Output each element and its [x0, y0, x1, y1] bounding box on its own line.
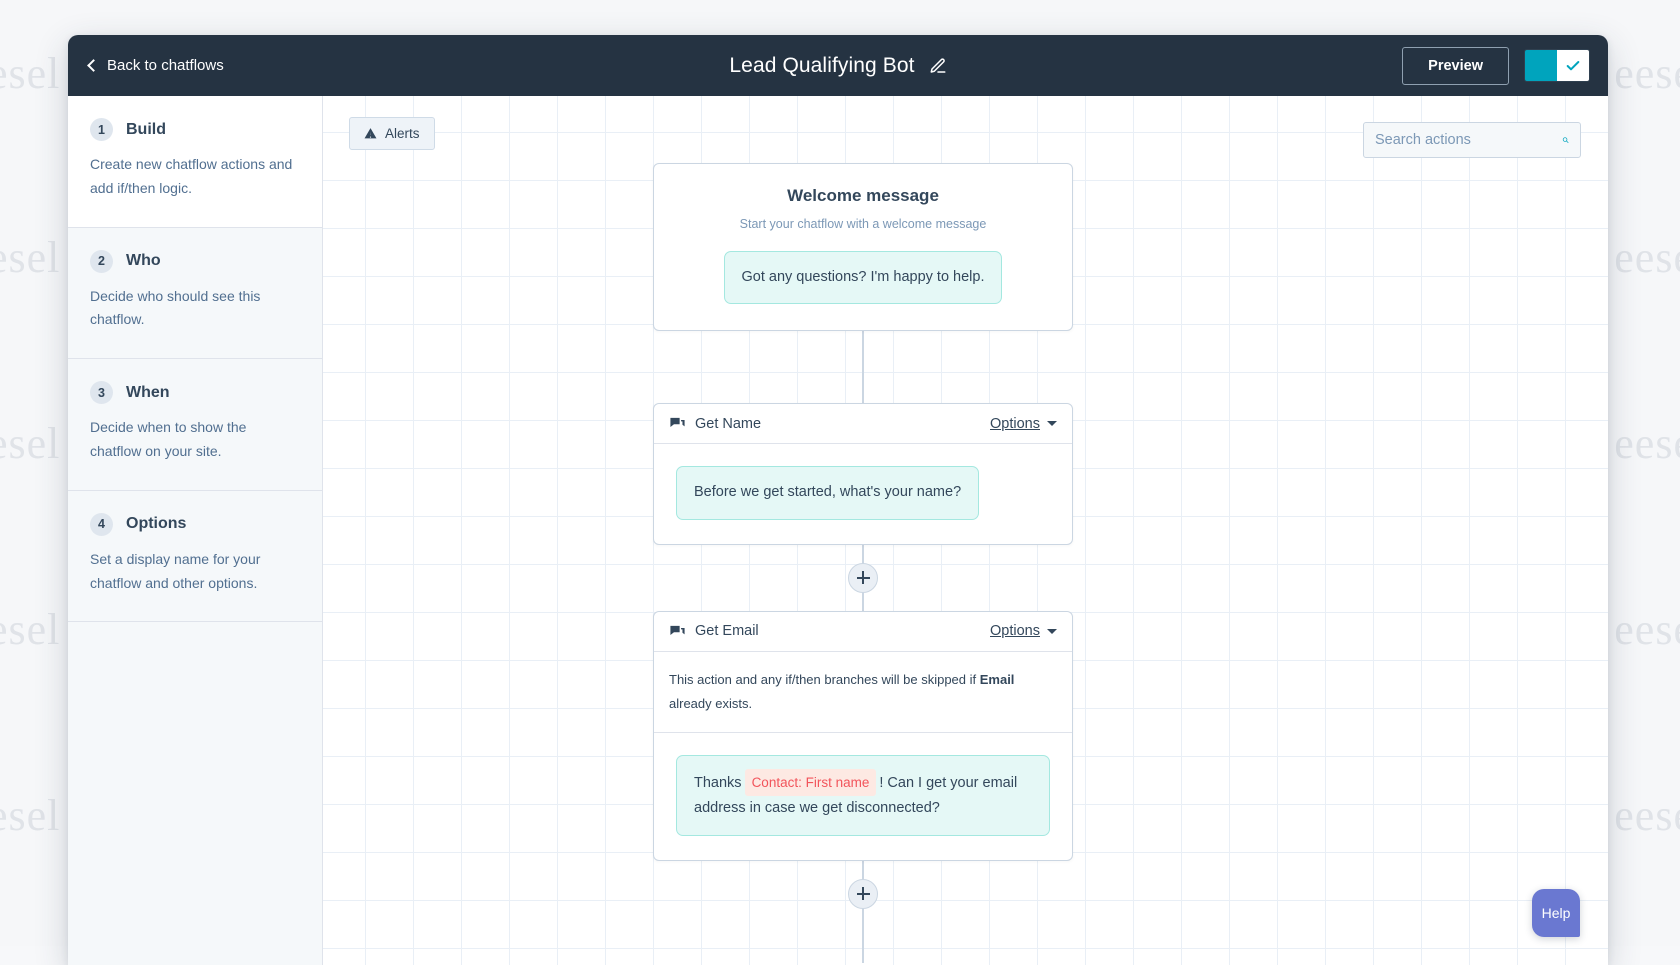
- get-name-node-header: Get Name Options: [654, 404, 1072, 444]
- page-title: Lead Qualifying Bot: [729, 54, 914, 78]
- watermark-text: esel: [0, 232, 60, 283]
- get-email-node[interactable]: Get Email Options This action and any if…: [653, 611, 1073, 861]
- welcome-node-title: Welcome message: [674, 186, 1052, 206]
- preview-button[interactable]: Preview: [1402, 47, 1509, 85]
- flow-canvas[interactable]: Alerts Welcome message Start your chatfl…: [323, 96, 1608, 965]
- toggle-track-on: [1525, 50, 1557, 81]
- chat-bubbles-icon: [669, 623, 686, 640]
- title-group: Lead Qualifying Bot: [68, 54, 1608, 78]
- step-number: 1: [90, 118, 113, 141]
- note-text-before: This action and any if/then branches wil…: [669, 672, 980, 687]
- search-input[interactable]: [1375, 132, 1562, 148]
- step-description: Create new chatflow actions and add if/t…: [90, 153, 300, 201]
- chevron-left-icon: [87, 59, 100, 72]
- get-email-options-dropdown[interactable]: Options: [990, 623, 1057, 639]
- welcome-message-node[interactable]: Welcome message Start your chatflow with…: [653, 163, 1073, 331]
- get-name-options-dropdown[interactable]: Options: [990, 416, 1057, 432]
- alerts-label: Alerts: [385, 126, 420, 141]
- search-icon: [1562, 132, 1569, 148]
- sidebar-item-who[interactable]: 2 Who Decide who should see this chatflo…: [68, 228, 322, 360]
- welcome-node-subtitle: Start your chatflow with a welcome messa…: [674, 217, 1052, 231]
- sidebar-item-when[interactable]: 3 When Decide when to show the chatflow …: [68, 359, 322, 491]
- app-window: Back to chatflows Lead Qualifying Bot Pr…: [68, 35, 1608, 965]
- sidebar-item-options[interactable]: 4 Options Set a display name for your ch…: [68, 491, 322, 623]
- step-title: Build: [126, 121, 166, 139]
- flow-column: Welcome message Start your chatflow with…: [653, 163, 1073, 927]
- search-actions-box[interactable]: [1363, 122, 1581, 158]
- steps-sidebar: 1 Build Create new chatflow actions and …: [68, 96, 323, 965]
- add-action-button[interactable]: [848, 563, 878, 593]
- step-description: Decide who should see this chatflow.: [90, 285, 300, 333]
- get-name-node[interactable]: Get Name Options Before we get started, …: [653, 403, 1073, 544]
- get-name-node-body: Before we get started, what's your name?: [654, 444, 1072, 543]
- get-email-node-title: Get Email: [695, 623, 759, 639]
- step-title: Who: [126, 252, 161, 270]
- step-header: 3 When: [90, 381, 300, 404]
- step-header: 2 Who: [90, 250, 300, 273]
- get-email-node-header: Get Email Options: [654, 612, 1072, 652]
- step-number: 2: [90, 250, 113, 273]
- options-label: Options: [990, 623, 1040, 639]
- step-description: Set a display name for your chatflow and…: [90, 548, 300, 596]
- top-bar: Back to chatflows Lead Qualifying Bot Pr…: [68, 35, 1608, 96]
- back-to-chatflows-link[interactable]: Back to chatflows: [86, 57, 224, 74]
- get-email-skip-note: This action and any if/then branches wil…: [654, 652, 1072, 733]
- note-text-bold: Email: [980, 672, 1015, 687]
- app-body: 1 Build Create new chatflow actions and …: [68, 96, 1608, 965]
- back-link-label: Back to chatflows: [107, 57, 224, 74]
- step-title: Options: [126, 515, 186, 533]
- note-text-after: already exists.: [669, 696, 752, 711]
- sidebar-item-build[interactable]: 1 Build Create new chatflow actions and …: [68, 96, 322, 228]
- personalization-token[interactable]: Contact: First name: [745, 769, 877, 797]
- alerts-button[interactable]: Alerts: [349, 117, 435, 150]
- bubble-text-before: Thanks: [694, 775, 742, 791]
- chevron-down-icon: [1047, 629, 1057, 634]
- help-button[interactable]: Help: [1532, 889, 1580, 937]
- add-action-button[interactable]: [848, 879, 878, 909]
- step-number: 3: [90, 381, 113, 404]
- check-icon: [1565, 58, 1581, 74]
- options-label: Options: [990, 416, 1040, 432]
- watermark-text: esel: [0, 790, 60, 841]
- step-number: 4: [90, 513, 113, 536]
- step-title: When: [126, 384, 170, 402]
- step-description: Decide when to show the chatflow on your…: [90, 416, 300, 464]
- toggle-knob: [1557, 50, 1589, 81]
- status-toggle[interactable]: [1524, 49, 1590, 82]
- get-name-node-title: Get Name: [695, 416, 761, 432]
- topbar-actions: Preview: [1402, 47, 1590, 85]
- watermark-text: esel: [0, 48, 60, 99]
- welcome-message-bubble[interactable]: Got any questions? I'm happy to help.: [724, 251, 1003, 304]
- watermark-text: esel: [0, 604, 60, 655]
- step-header: 4 Options: [90, 513, 300, 536]
- chat-bubbles-icon: [669, 415, 686, 432]
- watermark-text: esel: [0, 418, 60, 469]
- pencil-icon[interactable]: [929, 57, 947, 75]
- get-name-message-bubble[interactable]: Before we get started, what's your name?: [676, 466, 979, 519]
- warning-triangle-icon: [364, 127, 377, 140]
- chevron-down-icon: [1047, 421, 1057, 426]
- step-header: 1 Build: [90, 118, 300, 141]
